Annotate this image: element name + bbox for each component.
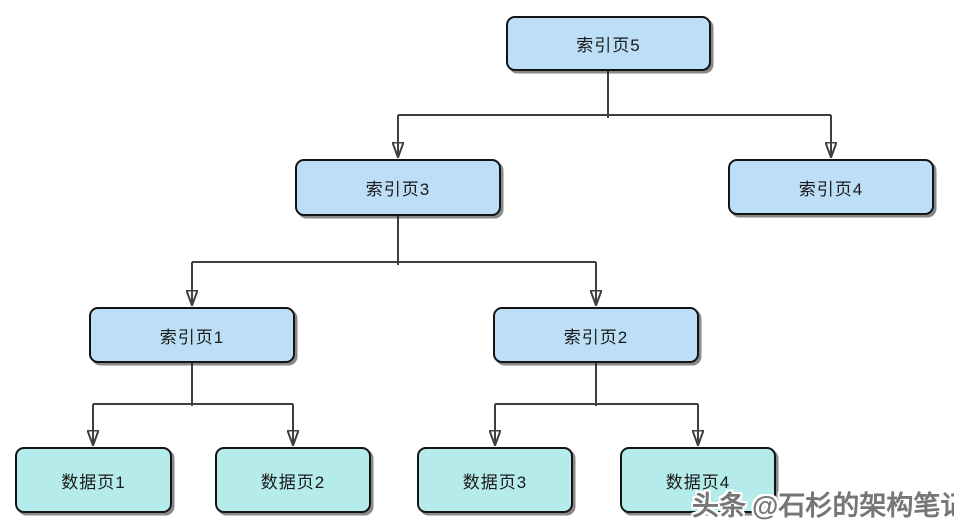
connector-index5-to-children	[398, 71, 831, 157]
node-data-page-2: 数据页2	[215, 447, 371, 513]
connector-index2-to-children	[495, 363, 698, 445]
node-label: 索引页1	[159, 327, 225, 347]
node-label: 数据页2	[260, 472, 326, 492]
node-label: 数据页1	[61, 472, 126, 492]
node-data-page-4: 数据页4	[620, 447, 776, 513]
watermark-handle: @石杉的架构笔记	[752, 491, 954, 521]
node-label: 数据页3	[462, 472, 528, 492]
watermark-brand: 头条	[692, 491, 746, 521]
node-index-page-3: 索引页3	[295, 159, 501, 216]
node-label: 索引页5	[576, 36, 641, 55]
watermark: 头条@石杉的架构笔记	[692, 484, 954, 523]
node-label: 索引页4	[798, 179, 864, 199]
node-index-page-4: 索引页4	[728, 159, 934, 215]
node-index-page-5: 索引页5	[506, 16, 711, 71]
node-index-page-1: 索引页1	[89, 307, 295, 363]
connector-index3-to-children	[192, 216, 596, 305]
node-data-page-3: 数据页3	[417, 447, 573, 513]
node-index-page-2: 索引页2	[493, 307, 699, 363]
node-label: 数据页4	[665, 472, 731, 492]
node-label: 索引页2	[563, 327, 629, 347]
node-label: 索引页3	[365, 180, 431, 199]
node-data-page-1: 数据页1	[15, 447, 172, 513]
connector-index1-to-children	[93, 363, 293, 445]
